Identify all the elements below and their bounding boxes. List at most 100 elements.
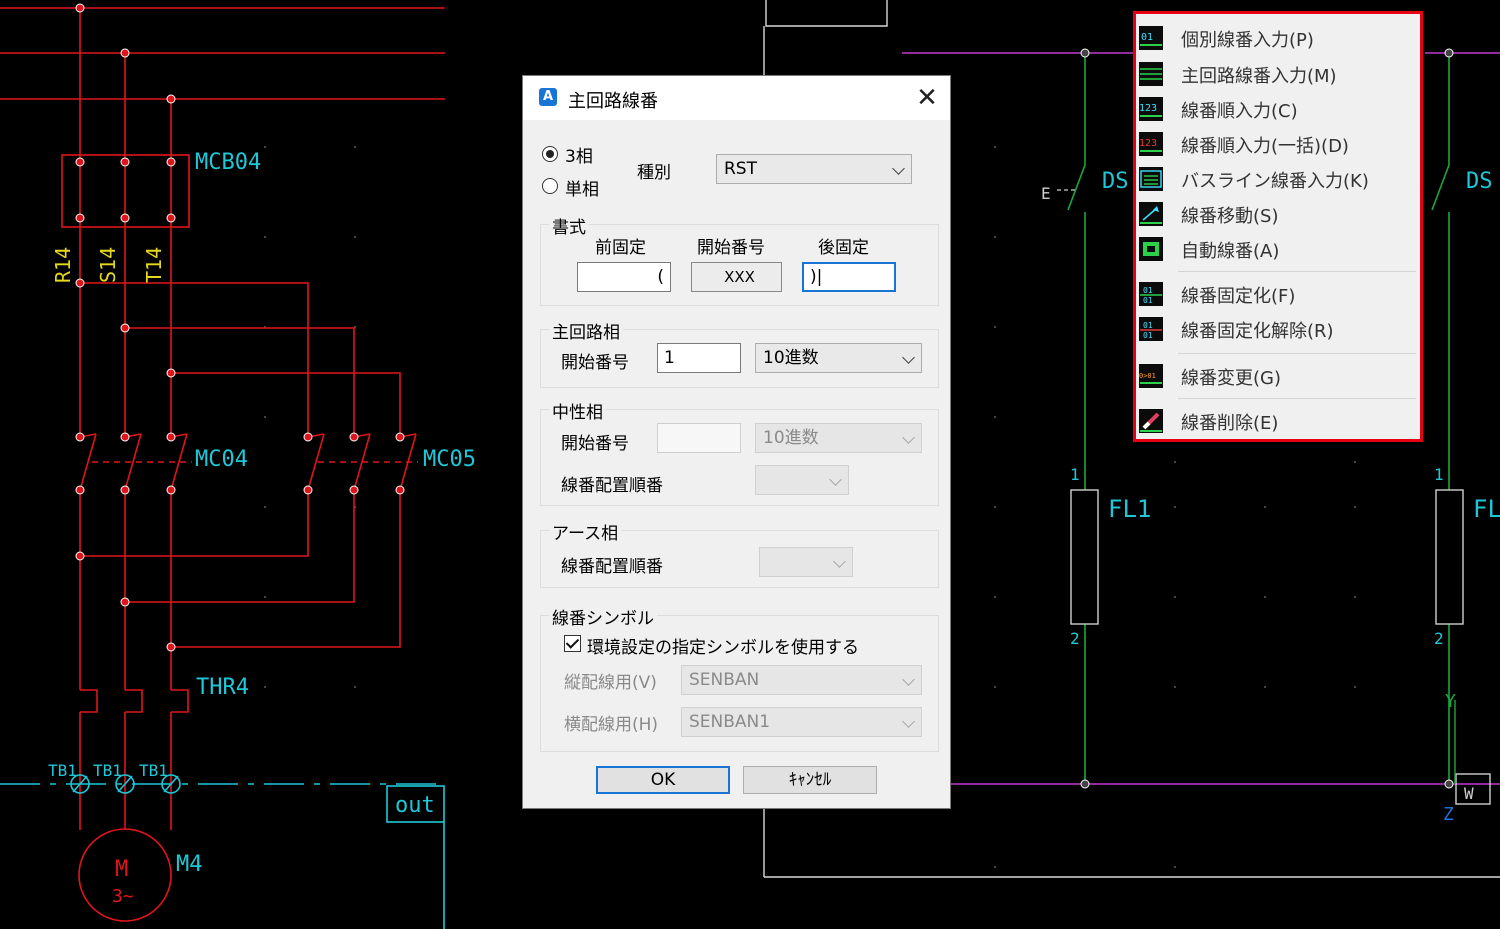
- main-phase-group-label: 主回路相: [549, 318, 623, 343]
- busline-icon: [1139, 167, 1163, 191]
- radio-3-phase-label: 3相: [565, 147, 593, 167]
- start-number-preview: XXX: [691, 262, 782, 292]
- main-radix-value: 10進数: [763, 348, 819, 368]
- suffix-input[interactable]: )|: [802, 262, 896, 292]
- svg-text:01: 01: [1143, 286, 1153, 295]
- prefix-label: 前固定: [595, 238, 646, 258]
- dialog-title: 主回路線番: [568, 91, 658, 112]
- tb-label-2: TB1: [93, 761, 122, 780]
- radio-single-phase-label: 単相: [565, 180, 599, 200]
- start-number-label: 開始番号: [697, 238, 765, 258]
- wire-label-s: S14: [96, 247, 120, 283]
- fl-label-right: FL: [1473, 495, 1500, 523]
- menu-item-change-number[interactable]: 0>01 線番変更(G): [1136, 361, 1420, 391]
- horizontal-label: 横配線用(H): [564, 715, 659, 735]
- earth-phase-group: [540, 530, 939, 588]
- menu-item-auto-number[interactable]: 自動線番(A): [1136, 234, 1420, 264]
- menu-label: バスライン線番入力(K): [1181, 171, 1369, 192]
- kind-label: 種別: [637, 163, 671, 183]
- chevron-down-icon: [833, 555, 846, 568]
- pin-2-label: 2: [1070, 629, 1080, 648]
- menu-item-busline[interactable]: バスライン線番入力(K): [1136, 164, 1420, 194]
- neutral-radix-select: 10進数: [755, 423, 922, 453]
- svg-text:01: 01: [1143, 331, 1153, 340]
- z-label: Z: [1443, 804, 1454, 825]
- radio-single-phase[interactable]: [542, 178, 558, 194]
- chevron-down-icon: [902, 673, 915, 686]
- format-group: [540, 224, 939, 306]
- chevron-down-icon: [892, 162, 905, 175]
- svg-text:123: 123: [1139, 138, 1157, 149]
- tb-label-3: TB1: [139, 761, 168, 780]
- auto-number-icon: [1139, 237, 1163, 261]
- menu-label: 線番固定化解除(R): [1181, 321, 1334, 342]
- main-circuit-wire-number-dialog: A 主回路線番 ✕ 3相 単相 種別 RST 書式 前固定 開始番号 後固定 (…: [522, 75, 951, 809]
- menu-separator: [1178, 271, 1416, 272]
- pin-2-label-right: 2: [1434, 629, 1444, 648]
- motor-letter: M: [115, 857, 128, 882]
- move-number-icon: [1139, 202, 1163, 226]
- vertical-symbol-value: SENBAN: [689, 670, 760, 690]
- main-start-input[interactable]: 1: [657, 343, 741, 373]
- close-icon[interactable]: ✕: [916, 83, 938, 113]
- menu-separator: [1178, 353, 1416, 354]
- y-label: Y: [1445, 691, 1456, 712]
- main-phase-group: [540, 329, 939, 388]
- kind-select-value: RST: [724, 159, 757, 179]
- dialog-titlebar[interactable]: A 主回路線番 ✕: [523, 76, 950, 120]
- vertical-symbol-select: SENBAN: [681, 665, 922, 695]
- out-label: out: [395, 793, 435, 818]
- mc05-label: MC05: [423, 447, 476, 472]
- chevron-down-icon: [829, 473, 842, 486]
- chevron-down-icon: [902, 715, 915, 728]
- menu-label: 個別線番入力(P): [1181, 30, 1314, 51]
- symbol-group-label: 線番シンボル: [549, 604, 657, 629]
- suffix-label: 後固定: [818, 238, 869, 258]
- cancel-button[interactable]: ｷｬﾝｾﾙ: [743, 766, 877, 794]
- ds-label-right: DS: [1466, 169, 1493, 194]
- menu-item-sequence[interactable]: 123 線番順入力(C): [1136, 94, 1420, 124]
- menu-item-move-number[interactable]: 線番移動(S): [1136, 199, 1420, 229]
- neutral-start-input: [657, 423, 741, 453]
- e-label: E: [1041, 184, 1051, 203]
- pin-1-label-right: 1: [1434, 465, 1444, 484]
- app-icon: A: [539, 88, 557, 106]
- motor-phase: 3~: [112, 886, 134, 907]
- horizontal-symbol-value: SENBAN1: [689, 712, 771, 732]
- mc04-label: MC04: [195, 447, 248, 472]
- menu-item-batch-sequence[interactable]: 123 線番順入力(一括)(D): [1136, 129, 1420, 159]
- main-start-label: 開始番号: [561, 353, 629, 373]
- menu-label: 主回路線番入力(M): [1181, 66, 1337, 87]
- junction-dots: [75, 3, 405, 652]
- prefix-input[interactable]: (: [577, 262, 671, 292]
- sequence-123-icon: 123: [1139, 97, 1163, 121]
- number-01-icon: 01: [1139, 26, 1163, 50]
- use-env-symbol-label: 環境設定の指定シンボルを使用する: [587, 638, 859, 658]
- format-group-label: 書式: [549, 213, 589, 238]
- chevron-down-icon: [902, 351, 915, 364]
- change-number-icon: 0>01: [1139, 364, 1163, 388]
- wire-number-context-menu: 01 個別線番入力(P) 主回路線番入力(M) 123 線番順入力(C) 123…: [1133, 11, 1423, 442]
- menu-label: 自動線番(A): [1181, 241, 1280, 262]
- ok-button[interactable]: OK: [596, 766, 730, 794]
- kind-select[interactable]: RST: [716, 154, 912, 184]
- neutral-radix-value: 10進数: [763, 428, 819, 448]
- earth-order-label: 線番配置順番: [561, 557, 663, 577]
- main-circuit-wire-icon: [1139, 62, 1163, 86]
- menu-item-individual-number[interactable]: 01 個別線番入力(P): [1136, 23, 1420, 53]
- menu-label: 線番移動(S): [1181, 206, 1279, 227]
- use-env-symbol-checkbox[interactable]: [564, 635, 581, 652]
- neutral-start-label: 開始番号: [561, 434, 629, 454]
- menu-item-delete-number[interactable]: 線番削除(E): [1136, 406, 1420, 436]
- main-radix-select[interactable]: 10進数: [755, 343, 922, 373]
- batch-sequence-123-icon: 123: [1139, 132, 1163, 156]
- tb-label-1: TB1: [48, 761, 77, 780]
- delete-number-icon: [1139, 409, 1163, 433]
- pin-1-label: 1: [1070, 465, 1080, 484]
- radio-3-phase[interactable]: [542, 146, 558, 162]
- menu-item-main-circuit[interactable]: 主回路線番入力(M): [1136, 59, 1420, 89]
